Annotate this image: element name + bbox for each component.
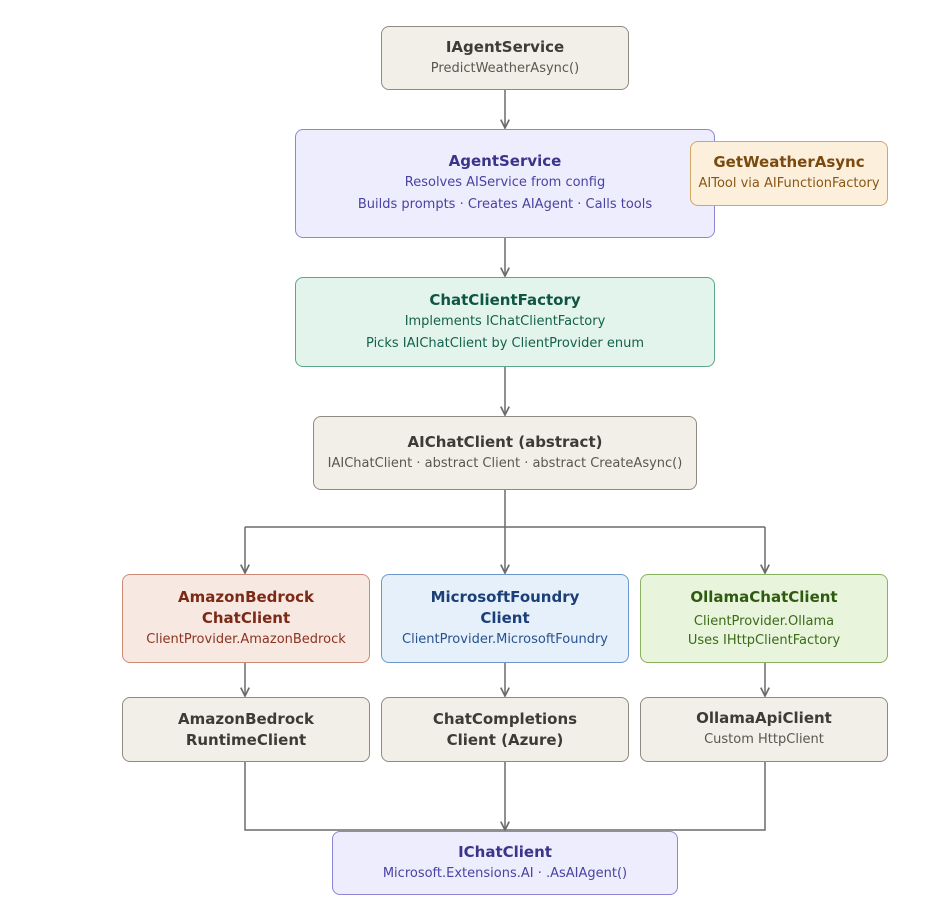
line-ollamaapi-to-ichatclient bbox=[505, 762, 766, 831]
node-ollamaapi-title: OllamaApiClient bbox=[696, 709, 832, 727]
node-iagentservice-sub: PredictWeatherAsync() bbox=[430, 60, 580, 76]
node-iagentservice: IAgentService PredictWeatherAsync() bbox=[381, 26, 629, 90]
node-aichatclient: AIChatClient (abstract) IAIChatClient · … bbox=[313, 416, 697, 490]
node-foundrychat-title: MicrosoftFoundry Client bbox=[430, 587, 580, 627]
node-chatclientfactory-title: ChatClientFactory bbox=[429, 290, 581, 309]
node-ollamachat-title: OllamaChatClient bbox=[690, 588, 838, 606]
node-agentservice-sub1: Resolves AIService from config bbox=[404, 175, 606, 190]
node-chatcompletions-title: ChatCompletions Client (Azure) bbox=[432, 709, 578, 749]
node-chatclientfactory: ChatClientFactory Implements IChatClient… bbox=[295, 277, 715, 367]
line-bedrockruntime-to-ichatclient bbox=[244, 762, 505, 831]
node-iagentservice-title: IAgentService bbox=[445, 37, 565, 56]
node-aichatclient-sub: IAIChatClient · abstract Client · abstra… bbox=[327, 455, 683, 471]
node-ollamachat-sub1: ClientProvider.Ollama bbox=[693, 614, 835, 629]
node-aichatclient-title: AIChatClient (abstract) bbox=[407, 432, 603, 451]
node-bedrockchat-sub: ClientProvider.AmazonBedrock bbox=[146, 631, 346, 647]
node-chatcompletions: ChatCompletions Client (Azure) bbox=[381, 697, 629, 762]
node-ichatclient-sub: Microsoft.Extensions.AI · .AsAIAgent() bbox=[382, 865, 628, 881]
node-agentservice-sub2: Builds prompts · Creates AIAgent · Calls… bbox=[357, 197, 653, 212]
node-bedrockruntime: AmazonBedrock RuntimeClient bbox=[122, 697, 370, 762]
node-getweather-sub: AITool via AIFunctionFactory bbox=[698, 176, 880, 191]
node-bedrockchat-title: AmazonBedrock ChatClient bbox=[178, 587, 314, 627]
node-bedrockruntime-title: AmazonBedrock RuntimeClient bbox=[178, 709, 314, 749]
node-ollamachat-sub2: Uses IHttpClientFactory bbox=[687, 633, 841, 648]
node-bedrockchat: AmazonBedrock ChatClient ClientProvider.… bbox=[122, 574, 370, 663]
node-getweather: GetWeatherAsync AITool via AIFunctionFac… bbox=[690, 141, 888, 206]
node-chatclientfactory-sub1: Implements IChatClientFactory bbox=[404, 313, 606, 329]
node-agentservice: AgentService Resolves AIService from con… bbox=[295, 129, 715, 238]
node-ichatclient: IChatClient Microsoft.Extensions.AI · .A… bbox=[332, 831, 678, 895]
node-foundrychat: MicrosoftFoundry Client ClientProvider.M… bbox=[381, 574, 629, 663]
node-ollamachat: OllamaChatClient ClientProvider.Ollama U… bbox=[640, 574, 888, 663]
node-ichatclient-title: IChatClient bbox=[458, 842, 552, 861]
node-ollamaapi-sub: Custom HttpClient bbox=[704, 732, 824, 747]
node-foundrychat-sub: ClientProvider.MicrosoftFoundry bbox=[402, 631, 608, 647]
node-getweather-title: GetWeatherAsync bbox=[713, 153, 865, 171]
node-chatclientfactory-sub2: Picks IAIChatClient by ClientProvider en… bbox=[366, 335, 644, 351]
node-ollamaapi: OllamaApiClient Custom HttpClient bbox=[640, 697, 888, 762]
node-agentservice-title: AgentService bbox=[448, 152, 562, 170]
